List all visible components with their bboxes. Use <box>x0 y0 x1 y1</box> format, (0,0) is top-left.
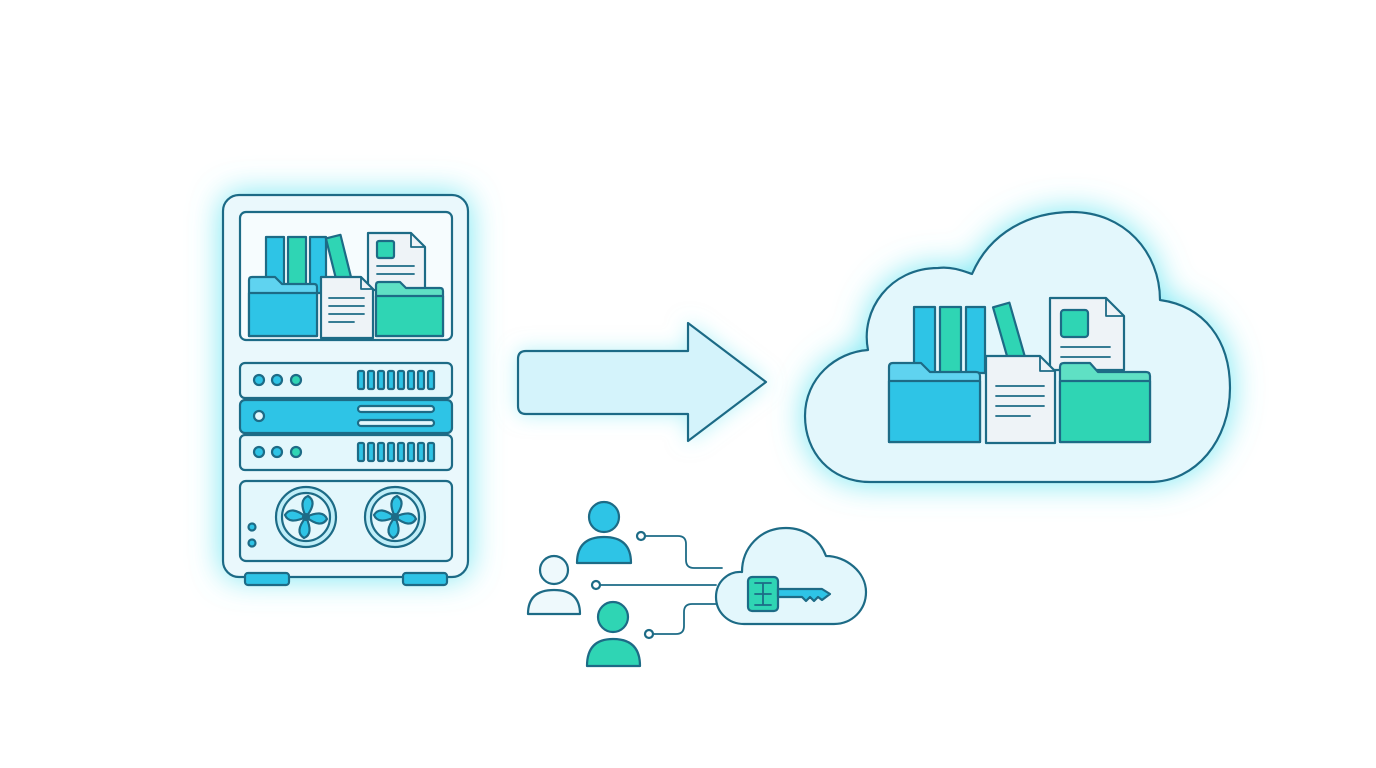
user-icon <box>575 500 633 565</box>
folder-icon <box>247 275 319 338</box>
server-foot-left <box>243 571 291 587</box>
status-light-icon <box>289 445 303 459</box>
network-connectors <box>590 530 723 640</box>
status-light-icon <box>270 373 284 387</box>
document-icon <box>319 275 375 340</box>
document-icon <box>366 231 427 292</box>
book-icon <box>938 305 963 375</box>
server-drive-unit <box>238 361 454 400</box>
server-foot-right <box>401 571 449 587</box>
folder-icon <box>887 361 982 444</box>
cloud-storage-icon <box>803 210 1232 484</box>
fan-icon <box>274 485 338 549</box>
server-rack-icon <box>221 193 470 587</box>
key-icon <box>746 575 832 613</box>
status-light-icon <box>252 409 266 423</box>
document-icon <box>984 354 1057 445</box>
user-icon <box>526 554 582 616</box>
user-group-icon <box>526 500 642 668</box>
server-fan-unit <box>238 479 454 563</box>
folder-icon <box>1058 361 1152 444</box>
right-arrow-icon <box>516 321 768 443</box>
status-light-icon <box>252 373 266 387</box>
folder-icon <box>374 280 445 338</box>
status-light-icon <box>252 445 266 459</box>
document-icon <box>1048 296 1126 372</box>
status-light-icon <box>270 445 284 459</box>
fan-icon <box>363 485 427 549</box>
cloud-key-icon <box>714 526 868 626</box>
server-drive-unit-active <box>238 398 454 435</box>
server-storage-compartment <box>238 210 454 342</box>
status-light-icon <box>289 373 303 387</box>
book-icon <box>964 305 987 375</box>
server-drive-unit <box>238 433 454 472</box>
user-icon <box>585 600 642 668</box>
